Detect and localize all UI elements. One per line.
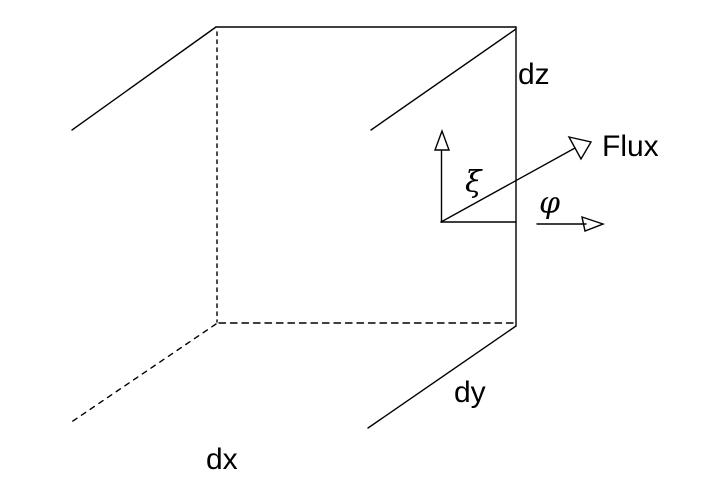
flux-label: Flux [602,130,659,163]
flux-arrowhead-icon [567,135,593,161]
cube-top-right-depth-edge [370,28,517,131]
cube-bottom-right-depth-edge [367,325,517,429]
dx-label: dx [206,443,238,476]
vertical-axis-arrowhead-icon [433,128,451,151]
flux-arrow-shaft [440,147,576,223]
dy-label: dy [454,376,486,409]
phi-label: φ [539,186,560,221]
phi-axis-arrowhead-icon [581,215,606,232]
xi-label: ξ [465,165,483,200]
dz-label: dz [518,58,550,91]
diagram-labels: dz Flux dy dx ξ φ [206,58,659,476]
diagram-strokes [69,26,606,429]
cube-top-left-depth-edge [71,26,217,131]
cube-bottom-left-hidden-depth-edge [69,323,217,424]
